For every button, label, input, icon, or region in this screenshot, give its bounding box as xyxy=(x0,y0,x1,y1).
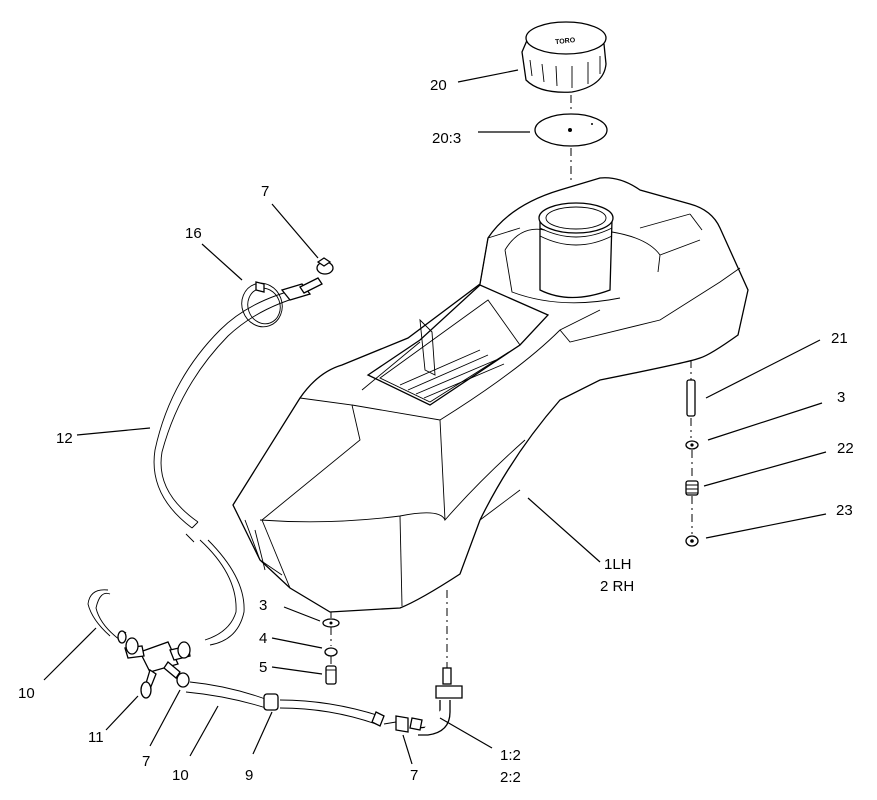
callout-21: 21 xyxy=(831,330,848,347)
callout-16: 16 xyxy=(185,225,202,242)
fuel-line-10-bottom xyxy=(185,681,385,727)
shutoff-valve-11 xyxy=(124,641,191,699)
callout-3-right: 3 xyxy=(837,389,845,406)
hose-clamp-7-top xyxy=(316,257,334,275)
hose-clamp-16 xyxy=(241,281,283,328)
in-line-filter-9 xyxy=(263,693,279,711)
callout-1lh: 1LH xyxy=(604,556,632,573)
callout-2rh: 2 RH xyxy=(600,578,634,595)
right-hardware-stack xyxy=(685,360,699,547)
left-hardware-stack xyxy=(322,618,340,685)
callout-7-mid: 7 xyxy=(142,753,150,770)
callout-20: 20 xyxy=(430,77,447,94)
clamp-7-mid xyxy=(176,672,190,688)
fuel-tank xyxy=(232,177,749,613)
callout-22: 22 xyxy=(837,440,854,457)
clamp-valve-right xyxy=(177,641,191,659)
callout-7-bottom: 7 xyxy=(410,767,418,784)
callout-9: 9 xyxy=(245,767,253,784)
callout-2-2: 2:2 xyxy=(500,769,521,786)
callout-10-bottom: 10 xyxy=(172,767,189,784)
callout-20-3: 20:3 xyxy=(432,130,461,147)
callout-7-top: 7 xyxy=(261,183,269,200)
callout-11: 11 xyxy=(88,729,104,746)
fuel-line-12 xyxy=(153,277,323,646)
leader-lines xyxy=(43,69,827,765)
cap-logo: TORO xyxy=(555,37,576,46)
callout-3-left: 3 xyxy=(259,597,267,614)
callout-12: 12 xyxy=(56,430,73,447)
cap-gasket xyxy=(534,113,608,147)
fuel-line-10-left xyxy=(87,589,127,644)
hose-clamp-7-bottom xyxy=(383,715,423,733)
clamp-valve-left xyxy=(125,637,139,655)
callout-4: 4 xyxy=(259,630,267,647)
callout-10-left: 10 xyxy=(18,685,35,702)
callout-23: 23 xyxy=(836,502,853,519)
callout-1-2: 1:2 xyxy=(500,747,521,764)
callout-5: 5 xyxy=(259,659,267,676)
fuel-cap: TORO xyxy=(521,21,607,93)
tank-outlet-fitting xyxy=(417,667,463,736)
